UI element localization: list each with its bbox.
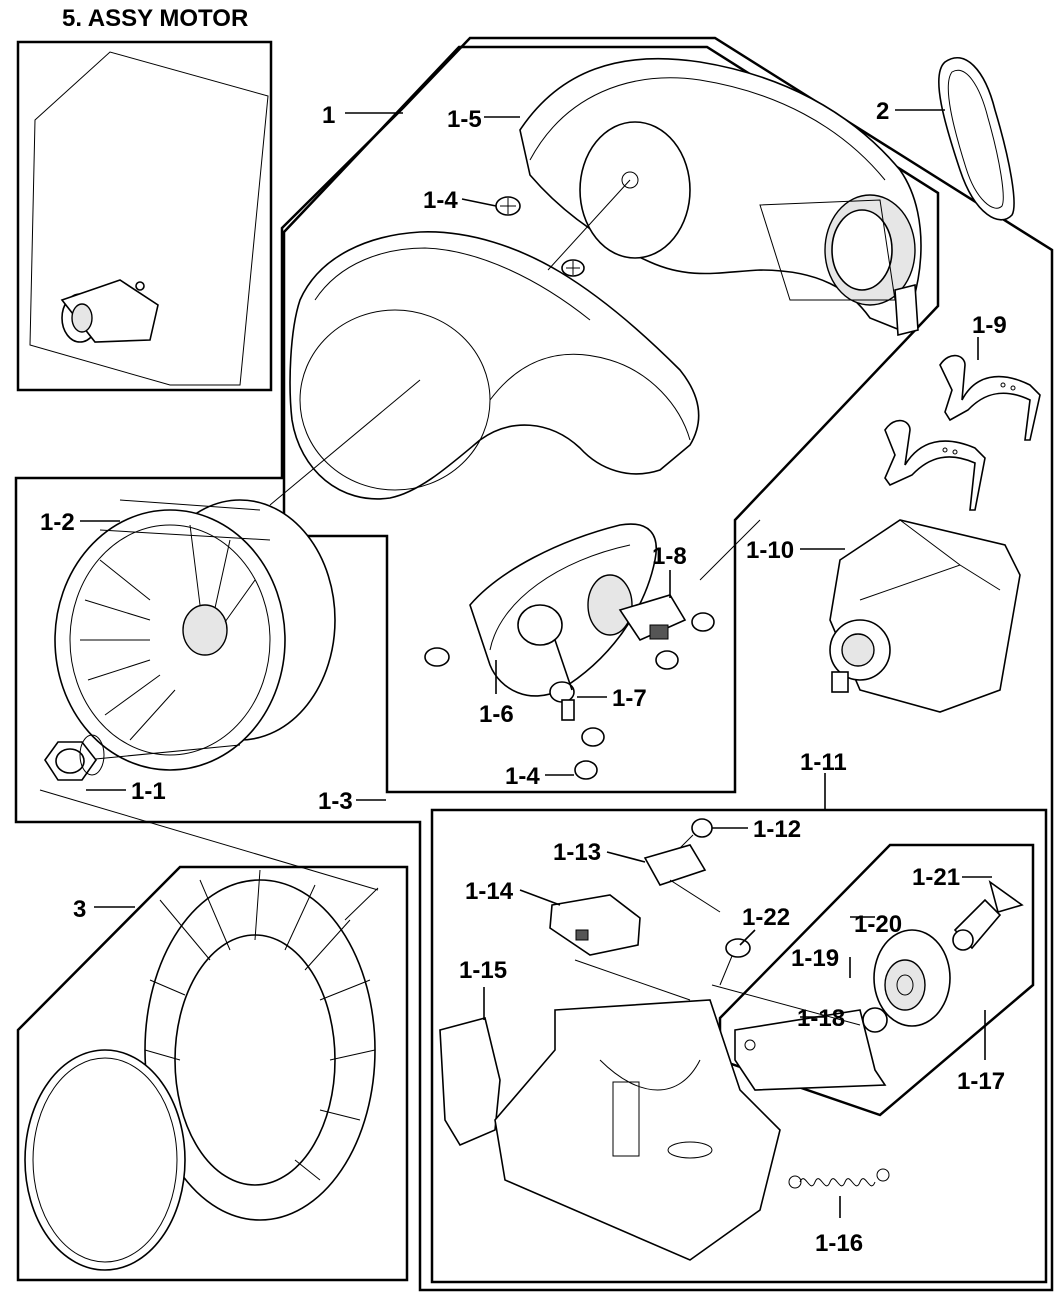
label-1-13: 1-13 bbox=[553, 839, 601, 866]
label-1-14: 1-14 bbox=[465, 878, 514, 905]
screw-1-12 bbox=[679, 818, 713, 849]
label-1-15: 1-15 bbox=[459, 957, 507, 984]
front-bulkhead-3 bbox=[144, 869, 376, 1221]
label-1-8: 1-8 bbox=[652, 543, 687, 570]
thermal-sensor-1-7 bbox=[549, 639, 575, 721]
label-1-22: 1-22 bbox=[742, 904, 790, 931]
label-1-20: 1-20 bbox=[854, 911, 902, 938]
screw-1-4-upper-a bbox=[495, 196, 521, 216]
diagram-title: 5. ASSY MOTOR bbox=[62, 5, 248, 32]
motor-clip-1-9-upper bbox=[939, 354, 1041, 441]
label-1-6: 1-6 bbox=[479, 701, 514, 728]
assembly-1-11-box bbox=[430, 808, 1048, 1284]
screws-cover bbox=[424, 612, 715, 780]
screw-1-22 bbox=[719, 938, 751, 986]
label-1-1: 1-1 bbox=[131, 778, 166, 805]
blower-housing-front bbox=[289, 231, 700, 500]
overview-cabinet-drawing bbox=[29, 51, 269, 386]
blower-wheel-1-2 bbox=[54, 499, 336, 771]
label-1-4-upper: 1-4 bbox=[423, 187, 458, 214]
label-1-17: 1-17 bbox=[957, 1068, 1005, 1095]
assembly-3-box bbox=[16, 865, 409, 1282]
label-1-7: 1-7 bbox=[612, 685, 647, 712]
housing-cover-1-6 bbox=[469, 523, 657, 697]
motor-clip-1-9-lower bbox=[884, 419, 986, 511]
screw-1-4-upper-b bbox=[561, 259, 585, 277]
label-1-9: 1-9 bbox=[972, 312, 1007, 339]
assembly-1-outer-box bbox=[14, 36, 1054, 1292]
part-labels: 1 1-5 1-4 2 1-9 1-2 1-8 1-10 1-7 1-6 1-3… bbox=[40, 98, 1007, 1257]
bracket-1-8 bbox=[618, 594, 687, 642]
label-1: 1 bbox=[322, 102, 335, 129]
label-1-3: 1-3 bbox=[318, 788, 353, 815]
label-1-18: 1-18 bbox=[797, 1005, 845, 1032]
label-1-2: 1-2 bbox=[40, 509, 75, 536]
microswitch-1-13 bbox=[643, 844, 721, 913]
switch-bracket-1-14 bbox=[549, 894, 641, 956]
spring-1-16 bbox=[788, 1168, 890, 1189]
hex-nut-1-1 bbox=[44, 734, 105, 781]
housing-sub-box bbox=[282, 45, 940, 794]
drive-motor-1-10 bbox=[829, 519, 1021, 713]
drive-belt-2 bbox=[938, 56, 1015, 221]
motor-mount-1-15 bbox=[439, 999, 781, 1261]
label-1-21: 1-21 bbox=[912, 864, 960, 891]
label-1-12: 1-12 bbox=[753, 816, 801, 843]
idler-pulley-1-20 bbox=[873, 929, 951, 1027]
label-3: 3 bbox=[73, 896, 86, 923]
label-1-10: 1-10 bbox=[746, 537, 794, 564]
label-1-4-lower: 1-4 bbox=[505, 763, 540, 790]
gasket-ring-3 bbox=[24, 1049, 186, 1271]
label-1-16: 1-16 bbox=[815, 1230, 863, 1257]
label-1-11: 1-11 bbox=[800, 749, 847, 776]
shaft-1-21 bbox=[952, 880, 1024, 951]
leader-lines bbox=[39, 109, 992, 1218]
inset-overview-box bbox=[16, 40, 273, 392]
idler-bracket-1-18 bbox=[734, 1007, 888, 1091]
blower-housing-rear-1-5 bbox=[519, 57, 922, 337]
label-1-19: 1-19 bbox=[791, 945, 839, 972]
label-1-5: 1-5 bbox=[447, 106, 482, 133]
label-2: 2 bbox=[876, 98, 889, 125]
